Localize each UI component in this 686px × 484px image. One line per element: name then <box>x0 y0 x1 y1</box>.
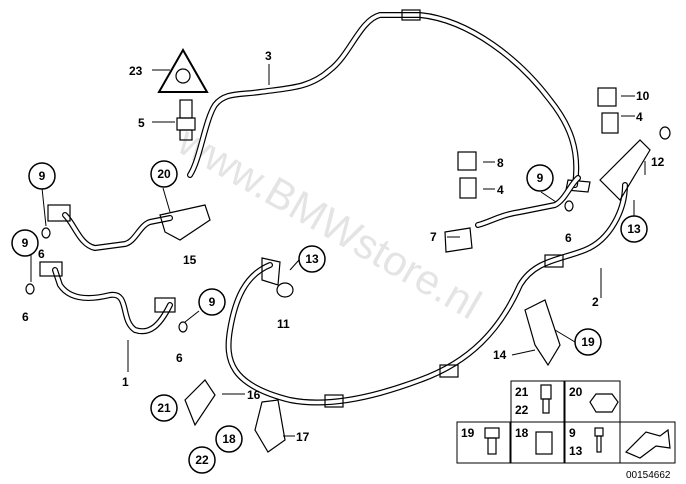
label-18: 18 <box>215 425 243 453</box>
label-3: 3 <box>265 49 272 63</box>
label-21: 21 <box>150 394 178 422</box>
hose-2-fitting <box>261 257 281 286</box>
flange-7 <box>444 227 473 253</box>
bracket-16 <box>184 379 216 427</box>
arrow-icon <box>624 428 671 459</box>
valve-caps-middle <box>457 151 477 199</box>
label-22: 22 <box>188 446 216 474</box>
legend-cell-18 <box>510 421 565 464</box>
o-ring-6b <box>25 283 35 295</box>
legend-label-9: 9 <box>569 426 576 440</box>
label-2: 2 <box>592 295 599 309</box>
label-23: 23 <box>129 64 143 78</box>
o-ring-6d <box>564 200 574 212</box>
legend-label-20: 20 <box>569 385 583 399</box>
label-10: 10 <box>636 89 650 103</box>
label-6a: 6 <box>38 247 45 261</box>
label-14: 14 <box>493 348 507 362</box>
label-16: 16 <box>247 388 261 402</box>
label-9c: 9 <box>198 288 226 316</box>
pressure-switch-5 <box>176 99 196 141</box>
label-13a: 13 <box>298 245 326 273</box>
pipe-1 <box>39 261 176 335</box>
hose-2-sleeve-c <box>544 254 564 268</box>
o-ring-11 <box>276 282 294 298</box>
svg-text:13: 13 <box>627 222 641 236</box>
legend-cell-9-13 <box>564 421 621 464</box>
leader-lines <box>30 64 646 437</box>
label-17: 17 <box>296 430 310 444</box>
legend-label-22: 22 <box>515 403 529 417</box>
o-ring-12 <box>659 126 671 140</box>
hose-2-sleeve-a <box>324 394 344 408</box>
label-9a: 9 <box>28 162 56 190</box>
o-ring-6a <box>41 227 51 239</box>
pipe-middle-right <box>444 175 581 253</box>
label-6c: 6 <box>176 351 183 365</box>
cap-10 <box>597 87 617 107</box>
label-9d: 9 <box>526 164 554 192</box>
svg-text:19: 19 <box>581 335 595 349</box>
label-4a: 4 <box>497 183 504 197</box>
hose-3-fitting <box>565 179 591 193</box>
label-6b: 6 <box>22 310 29 324</box>
legend-grid: 21 22 20 19 18 9 13 <box>456 380 676 464</box>
pipe-1-end <box>154 297 176 313</box>
svg-text:22: 22 <box>195 453 209 467</box>
legend-label-19: 19 <box>461 426 475 440</box>
hose-2-sleeve-b <box>439 364 459 378</box>
label-1: 1 <box>122 375 129 389</box>
svg-text:9: 9 <box>209 295 216 309</box>
catalog-number: 00154662 <box>626 470 671 481</box>
label-12: 12 <box>651 155 665 169</box>
legend-label-13: 13 <box>569 444 583 458</box>
clamp-14 <box>524 299 561 367</box>
cap-8 <box>457 151 477 171</box>
label-4b: 4 <box>636 110 643 124</box>
pipe-1-block <box>39 261 63 277</box>
label-5: 5 <box>138 116 145 130</box>
label-8: 8 <box>497 156 504 170</box>
svg-text:9: 9 <box>22 236 29 250</box>
label-20: 20 <box>150 160 178 188</box>
legend-cell-21-22 <box>510 380 565 423</box>
hose-2 <box>225 182 628 408</box>
hose-3 <box>187 9 591 193</box>
svg-text:21: 21 <box>157 401 171 415</box>
legend-cell-20 <box>564 380 621 423</box>
valve-core-4a <box>459 177 477 199</box>
label-9b: 9 <box>11 229 39 257</box>
label-11: 11 <box>277 317 290 331</box>
legend-cell-19 <box>456 421 511 464</box>
svg-text:18: 18 <box>222 432 236 446</box>
warning-label-23 <box>157 47 209 93</box>
label-6d: 6 <box>565 231 572 245</box>
valve-caps-right <box>597 87 619 134</box>
pipe-upper-left <box>47 204 173 251</box>
label-7: 7 <box>430 230 437 244</box>
pipe-upper-left-block <box>47 204 71 222</box>
label-19: 19 <box>574 328 602 356</box>
clamp-17 <box>254 399 286 453</box>
legend-label-18: 18 <box>515 426 529 440</box>
svg-text:13: 13 <box>305 252 319 266</box>
legend-label-21: 21 <box>515 385 529 399</box>
label-13b: 13 <box>620 215 648 243</box>
valve-core-4b <box>601 112 619 134</box>
svg-text:20: 20 <box>157 167 171 181</box>
label-15: 15 <box>183 253 197 267</box>
o-ring-6c <box>178 321 188 333</box>
hose-3-sleeve <box>401 9 421 21</box>
svg-text:9: 9 <box>537 171 544 185</box>
svg-text:9: 9 <box>39 169 46 183</box>
bracket-15 <box>159 204 211 241</box>
block-fitting-right <box>599 139 651 201</box>
